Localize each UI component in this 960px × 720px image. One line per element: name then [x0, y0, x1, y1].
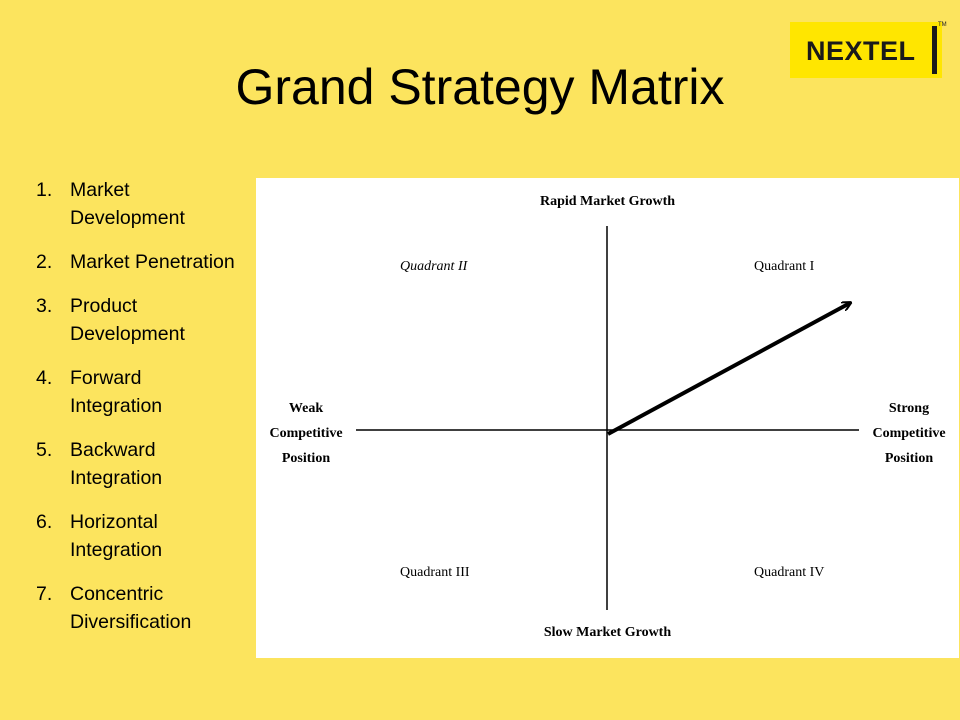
list-item-text: Forward Integration [70, 367, 163, 417]
list-item: 5. Backward Integration [36, 436, 236, 492]
list-item: 7. Concentric Diversification [36, 580, 236, 636]
list-item-text: Market Penetration [70, 251, 235, 273]
list-item: 6. Horizontal Integration [36, 508, 236, 564]
list-item: 4. Forward Integration [36, 364, 236, 420]
list-item-number: 1. [36, 179, 53, 201]
left-axis-label: Weak Competitive Position [269, 401, 343, 466]
matrix-panel: Rapid Market Growth Slow Market Growth W… [256, 178, 959, 658]
list-item-text: Product Development [70, 295, 185, 345]
bottom-axis-label: Slow Market Growth [543, 625, 672, 640]
list-item: 3. Product Development [36, 292, 236, 348]
list-item-text: Backward Integration [70, 439, 163, 489]
list-item-number: 6. [36, 511, 53, 533]
list-item-number: 7. [36, 583, 53, 605]
list-item-text: Horizontal Integration [70, 511, 163, 561]
list-item-text: Market Development [70, 179, 185, 229]
logo-bar [932, 26, 937, 74]
logo-trademark: TM [938, 22, 947, 28]
list-item: 1. Market Development [36, 176, 236, 232]
top-axis-label: Rapid Market Growth [539, 194, 676, 209]
list-item-number: 2. [36, 251, 53, 273]
list-item: 2. Market Penetration [36, 248, 236, 276]
quadrant-4-label: Quadrant IV [754, 565, 825, 580]
quadrant-1-label: Quadrant I [754, 259, 815, 274]
right-axis-label: Strong Competitive Position [872, 401, 946, 466]
list-item-number: 4. [36, 367, 53, 389]
nextel-logo: NEXTEL TM [790, 22, 947, 78]
strategy-arrow [607, 303, 850, 436]
quadrant-2-label: Quadrant II [400, 259, 468, 274]
logo-text: NEXTEL [806, 36, 916, 66]
list-item-text: Concentric Diversification [70, 583, 192, 633]
quadrant-3-label: Quadrant III [400, 565, 470, 580]
list-item-number: 5. [36, 439, 53, 461]
matrix-axes [356, 226, 859, 610]
strategy-list: 1. Market Development 2. Market Penetratio… [36, 176, 236, 652]
slide-title: Grand Strategy Matrix [235, 59, 725, 115]
list-item-number: 3. [36, 295, 53, 317]
